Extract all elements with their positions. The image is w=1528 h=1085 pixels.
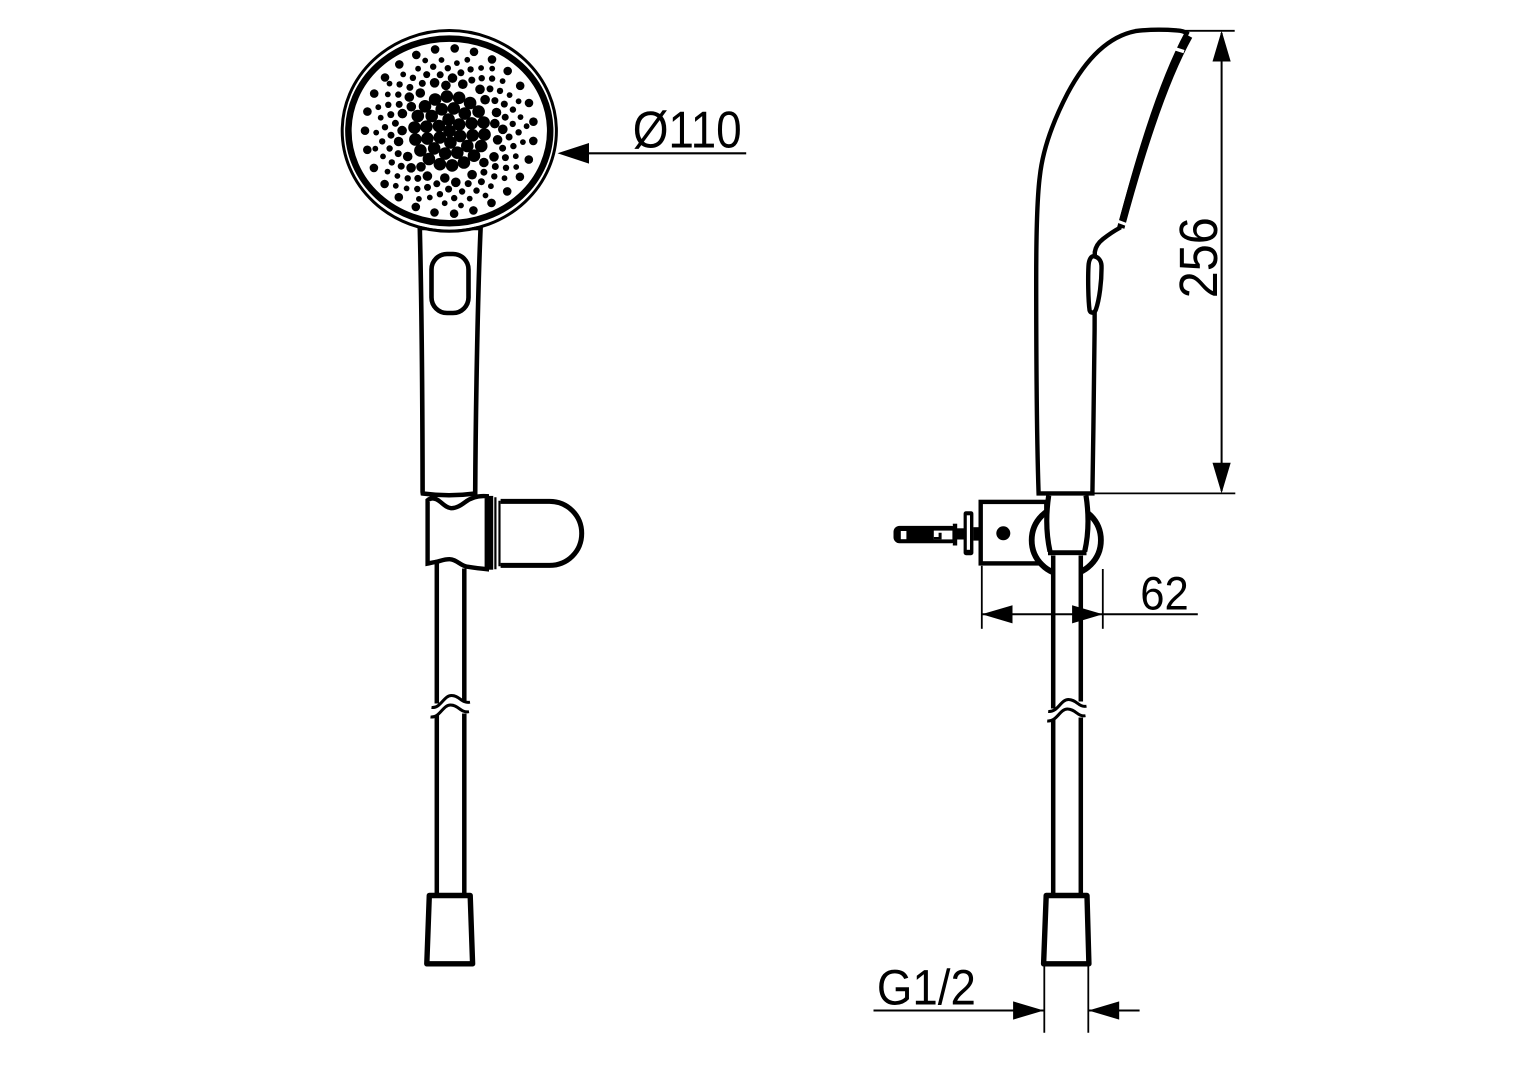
svg-text:256: 256 (1169, 217, 1229, 298)
svg-text:62: 62 (1140, 566, 1189, 619)
svg-text:Ø110: Ø110 (633, 101, 742, 159)
svg-text:G1/2: G1/2 (877, 960, 976, 1016)
